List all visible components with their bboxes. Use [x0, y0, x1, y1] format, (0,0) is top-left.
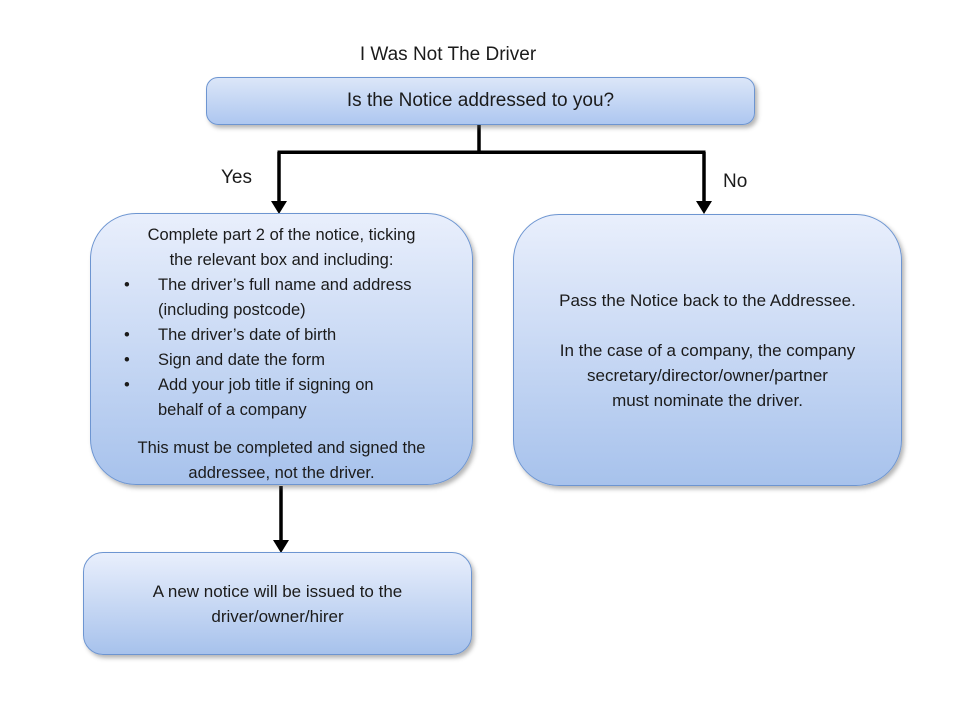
no-outcome-box: Pass the Notice back to the Addressee. I…: [513, 214, 902, 486]
result-box: A new notice will be issued to the drive…: [83, 552, 472, 655]
bullet-icon: •: [124, 376, 130, 394]
no-arrowhead-icon: [696, 201, 712, 214]
yes-branch-label: Yes: [221, 167, 252, 188]
bullet-text: Add your job title if signing on behalf …: [158, 376, 374, 419]
decision-box: Is the Notice addressed to you?: [206, 77, 755, 125]
bullet-text: Sign and date the form: [158, 351, 325, 369]
no-box-paragraph: Pass the Notice back to the Addressee.: [559, 290, 856, 310]
list-item: • Add your job title if signing on behal…: [124, 373, 462, 423]
result-box-text: A new notice will be issued to the drive…: [152, 581, 403, 626]
bullet-icon: •: [124, 276, 130, 294]
list-item: • The driver’s date of birth: [124, 323, 462, 348]
bullet-text: The driver’s date of birth: [158, 326, 337, 344]
list-item: • The driver’s full name and address (in…: [124, 273, 462, 323]
bullet-icon: •: [124, 326, 130, 344]
bullet-icon: •: [124, 351, 130, 369]
yes-box-intro: Complete part 2 of the notice, ticking t…: [147, 226, 416, 269]
yes-box-footer-note: This must be completed and signed the ad…: [137, 439, 426, 482]
list-item: • Sign and date the form: [124, 348, 462, 373]
decision-box-label: Is the Notice addressed to you?: [346, 90, 615, 111]
no-branch-label: No: [723, 171, 748, 192]
no-box-paragraph: In the case of a company, the company se…: [559, 340, 856, 410]
yes-box-bullet-list: • The driver’s full name and address (in…: [124, 273, 462, 423]
bullet-text: The driver’s full name and address (incl…: [158, 276, 412, 319]
page-title: I Was Not The Driver: [359, 44, 537, 65]
yes-outcome-box: Complete part 2 of the notice, ticking t…: [90, 213, 473, 485]
